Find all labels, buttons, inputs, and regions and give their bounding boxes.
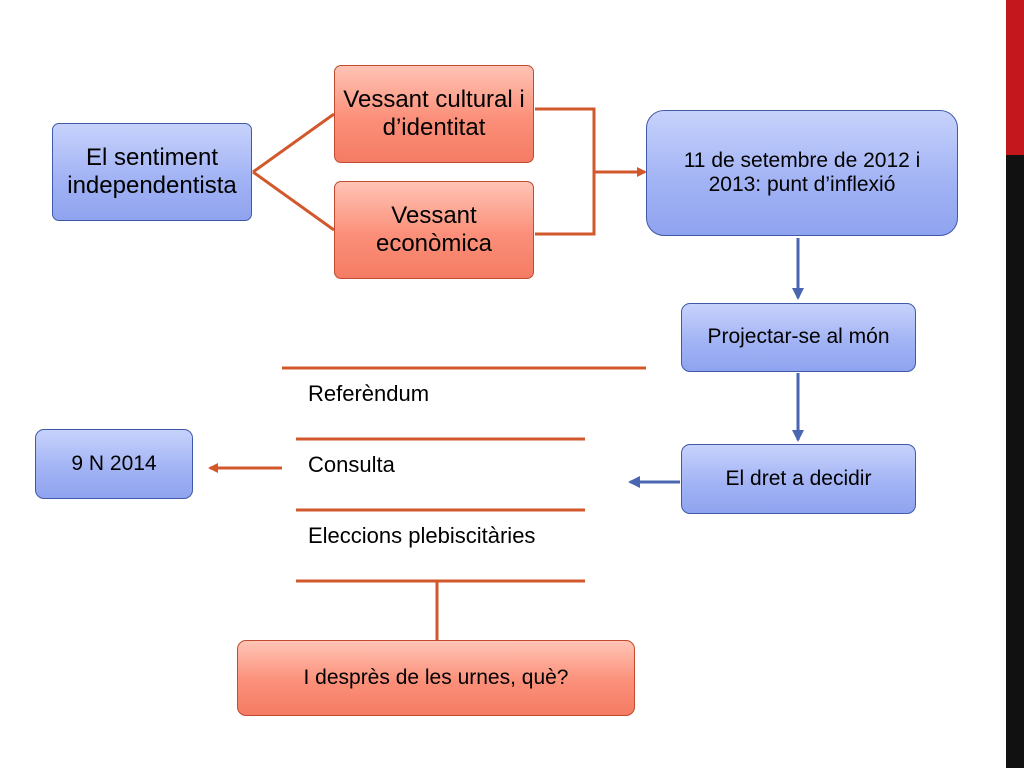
- bracket-connector: [535, 107, 596, 236]
- fan-connector-economica: [252, 170, 335, 232]
- option-eleccions: Eleccions plebiscitàries: [308, 523, 536, 548]
- node-projectar: Projectar-se al món: [681, 303, 916, 372]
- node-urnes: I desprès de les urnes, què?: [237, 640, 635, 716]
- fan-connector-cultural: [252, 112, 335, 174]
- node-9n-2014: 9 N 2014: [35, 429, 193, 499]
- option-consulta: Consulta: [308, 452, 395, 477]
- node-dret-a-decidir: El dret a decidir: [681, 444, 916, 514]
- node-sentiment: El sentiment independentista: [52, 123, 252, 221]
- node-vessant-cultural: Vessant cultural i d’identitat: [334, 65, 534, 163]
- edge-red-segment: [1006, 0, 1024, 155]
- edge-black-segment: [1006, 155, 1024, 768]
- slide-edge-bar: [1006, 0, 1024, 768]
- node-vessant-economica: Vessant econòmica: [334, 181, 534, 279]
- option-referendum: Referèndum: [308, 381, 430, 406]
- node-setembre: 11 de setembre de 2012 i 2013: punt d’in…: [646, 110, 958, 236]
